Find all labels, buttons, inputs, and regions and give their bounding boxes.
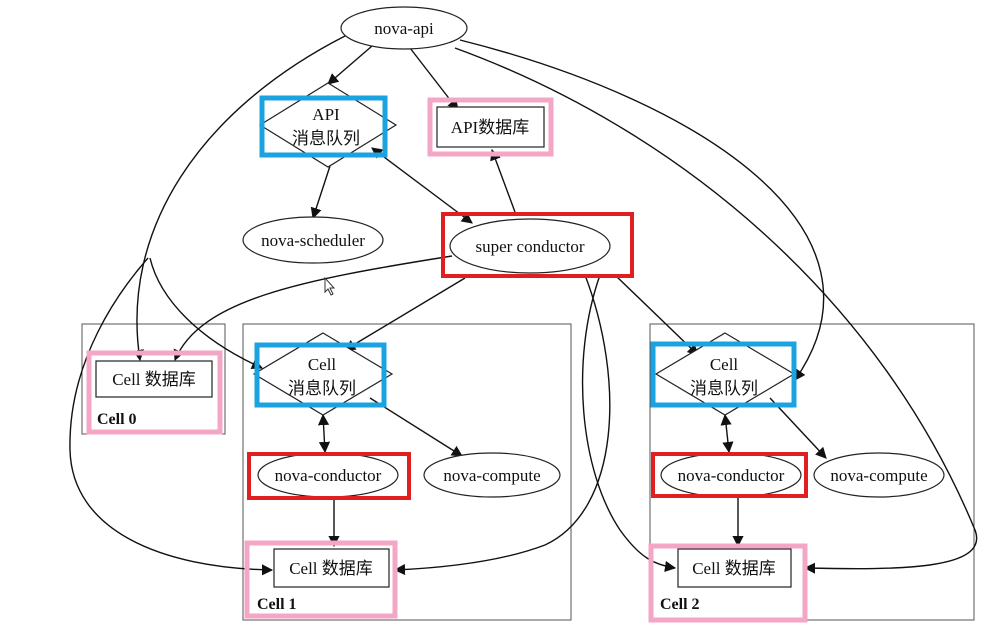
edge-apimq-superconductor: [371, 147, 473, 224]
node-cell1-database: Cell 数据库 Cell 1: [244, 540, 398, 619]
cell1-title: Cell 1: [257, 596, 297, 613]
cell2-mq-label-line1: Cell: [710, 355, 739, 374]
edge-apimq-to-scheduler: [310, 165, 331, 220]
cell2-conductor-highlight: [651, 452, 808, 498]
edge-superconductor-to-cell0db: [173, 255, 453, 362]
edge-superconductor-to-cell1db: [393, 274, 611, 576]
node-cell2-nova-compute: nova-compute: [813, 452, 945, 498]
edge-api-to-cell2mq: [459, 39, 825, 381]
api-mq-label-line2: 消息队列: [292, 129, 360, 148]
cell1-conductor-label: nova-conductor: [275, 466, 382, 485]
cell1-compute-label: nova-compute: [443, 466, 540, 485]
edge-api-to-cell0db: [132, 35, 346, 362]
api-mq-label-line1: API: [312, 105, 340, 124]
nova-api-label: nova-api: [374, 19, 434, 38]
node-cell1-message-queue: Cell 消息队列: [252, 332, 394, 416]
edge-api-to-cell1db: [69, 257, 274, 576]
api-db-label: API数据库: [451, 118, 529, 137]
node-nova-api: nova-api: [340, 6, 468, 50]
mouse-cursor-icon: [324, 276, 336, 296]
node-cell0-database: Cell 数据库 Cell 0: [86, 350, 223, 435]
edge-cell2mq-to-cell2compute: [769, 397, 827, 459]
edge-cell1mq-cell1conductor: [317, 413, 331, 454]
super-conductor-label: super conductor: [475, 237, 584, 256]
node-api-message-queue: API 消息队列: [258, 82, 398, 168]
node-cell2-nova-conductor: nova-conductor: [651, 452, 808, 498]
scheduler-label: nova-scheduler: [261, 231, 365, 250]
cell2-mq-highlight: [650, 341, 797, 408]
api-db-highlight: [427, 97, 554, 157]
cell1-container: [242, 323, 572, 621]
node-cell1-nova-conductor: nova-conductor: [247, 452, 411, 500]
edge-api-to-cell2db: [454, 47, 978, 574]
node-api-database: API数据库: [427, 97, 554, 157]
cell1-mq-label-line1: Cell: [308, 355, 337, 374]
cell0-highlight: [86, 350, 223, 435]
cell0-title: Cell 0: [97, 411, 137, 428]
node-cell2-database: Cell 数据库 Cell 2: [648, 543, 808, 623]
cell2-conductor-label: nova-conductor: [678, 466, 785, 485]
edge-superconductor-to-apidb: [490, 148, 516, 213]
edges: [69, 35, 978, 576]
super-conductor-highlight: [441, 212, 634, 278]
cell1-mq-highlight: [254, 342, 387, 408]
node-super-conductor: super conductor: [441, 212, 634, 278]
cell2-title: Cell 2: [660, 596, 700, 613]
cell2-mq-label-line2: 消息队列: [690, 379, 758, 398]
node-cell1-nova-compute: nova-compute: [423, 452, 561, 498]
cell2-highlight: [648, 543, 808, 623]
edge-cell2mq-cell2conductor: [720, 413, 734, 454]
node-cell2-message-queue: Cell 消息队列: [650, 332, 797, 416]
node-nova-scheduler: nova-scheduler: [242, 216, 384, 264]
cell0-db-label: Cell 数据库: [112, 370, 196, 389]
cell1-highlight: [244, 540, 398, 619]
cell1-mq-label-line2: 消息队列: [288, 379, 356, 398]
api-mq-highlight: [259, 95, 388, 158]
edge-api-to-cell1mq: [149, 257, 264, 369]
edge-cell1mq-to-cell1compute: [369, 397, 463, 457]
cell1-db-label: Cell 数据库: [289, 559, 373, 578]
edge-superconductor-to-cell1mq: [344, 277, 466, 351]
cell2-db-label: Cell 数据库: [692, 559, 776, 578]
cell2-compute-label: nova-compute: [830, 466, 927, 485]
edge-api-to-apimq: [327, 45, 373, 85]
cell1-conductor-highlight: [247, 452, 411, 500]
cell2-container: [649, 323, 975, 621]
